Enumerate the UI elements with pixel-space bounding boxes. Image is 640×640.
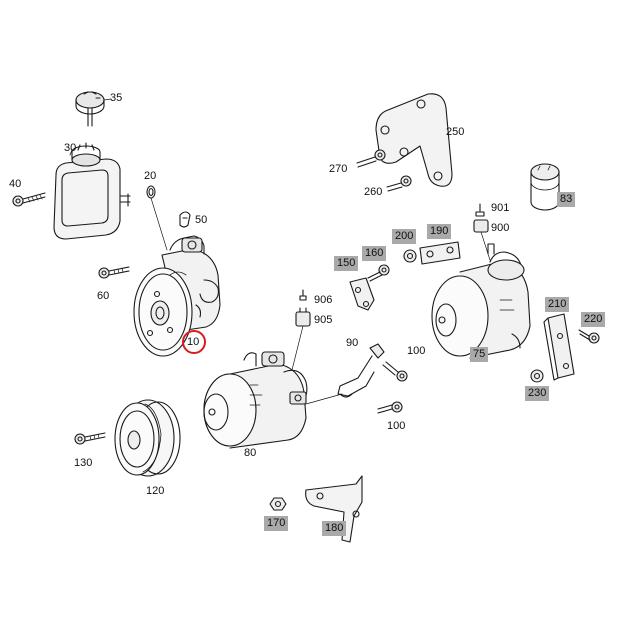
callout-906[interactable]: 906 — [314, 294, 333, 306]
bracket-210-part — [543, 313, 575, 381]
bracket-180-part — [305, 475, 363, 543]
callout-170[interactable]: 170 — [264, 516, 289, 531]
callout-900[interactable]: 900 — [491, 222, 510, 234]
bolt-130-part — [74, 432, 106, 445]
callout-40[interactable]: 40 — [9, 178, 22, 190]
bolt-60-part — [98, 266, 130, 279]
sensor-900-part — [473, 219, 491, 261]
bolt-270-part — [356, 149, 386, 168]
callout-100-upper[interactable]: 100 — [407, 345, 426, 357]
callout-260[interactable]: 260 — [364, 186, 383, 198]
callout-100-lower[interactable]: 100 — [387, 420, 406, 432]
callout-35[interactable]: 35 — [110, 92, 123, 104]
callout-200[interactable]: 200 — [392, 229, 417, 244]
sensor-905-part — [291, 307, 311, 371]
plate-190-part — [419, 241, 461, 265]
pulley-120-part — [114, 399, 181, 477]
callout-83[interactable]: 83 — [557, 192, 576, 207]
highlight-ring — [182, 330, 206, 354]
power-steering-pump-80-part — [203, 351, 343, 449]
nut-230-part — [530, 369, 544, 383]
callout-10[interactable]: 10 — [187, 336, 200, 348]
callout-50[interactable]: 50 — [195, 214, 208, 226]
callout-75[interactable]: 75 — [470, 347, 489, 362]
callout-30[interactable]: 30 — [64, 142, 77, 154]
callout-130[interactable]: 130 — [74, 457, 93, 469]
sensor-plug-906-part — [299, 289, 307, 301]
callout-180[interactable]: 180 — [322, 521, 347, 536]
clip-50-part — [179, 211, 191, 228]
callout-150[interactable]: 150 — [334, 256, 359, 271]
nut-200-part — [403, 249, 417, 263]
bracket-90-part — [337, 343, 385, 398]
callout-90[interactable]: 90 — [346, 337, 359, 349]
bolt-40-part — [12, 192, 46, 207]
seal-ring-20-part — [146, 185, 168, 251]
callout-230[interactable]: 230 — [525, 386, 550, 401]
callout-190[interactable]: 190 — [427, 224, 452, 239]
callout-220[interactable]: 220 — [581, 312, 606, 327]
callout-270[interactable]: 270 — [329, 163, 348, 175]
callout-20[interactable]: 20 — [144, 170, 157, 182]
callout-160[interactable]: 160 — [362, 246, 387, 261]
bolt-160-part — [367, 264, 390, 282]
bolt-100a-part — [382, 361, 408, 382]
nut-170-part — [269, 497, 287, 511]
reservoir-cap-part — [75, 91, 112, 127]
reservoir-part — [53, 142, 131, 240]
bolt-260-part — [386, 175, 412, 192]
callout-120[interactable]: 120 — [146, 485, 165, 497]
bolt-220-part — [578, 329, 600, 344]
callout-250[interactable]: 250 — [446, 126, 465, 138]
callout-210[interactable]: 210 — [545, 297, 570, 312]
filter-canister-83-part — [530, 163, 560, 211]
bolt-100b-part — [377, 401, 403, 414]
tandem-pump-75-part — [431, 243, 531, 359]
bracket-150-part — [349, 277, 375, 311]
bracket-250-part — [375, 93, 453, 187]
callout-80[interactable]: 80 — [244, 447, 257, 459]
plug-901-part — [475, 203, 485, 217]
callout-901[interactable]: 901 — [491, 202, 510, 214]
power-steering-pump-part — [133, 235, 221, 357]
callout-905[interactable]: 905 — [314, 314, 333, 326]
callout-60[interactable]: 60 — [97, 290, 110, 302]
